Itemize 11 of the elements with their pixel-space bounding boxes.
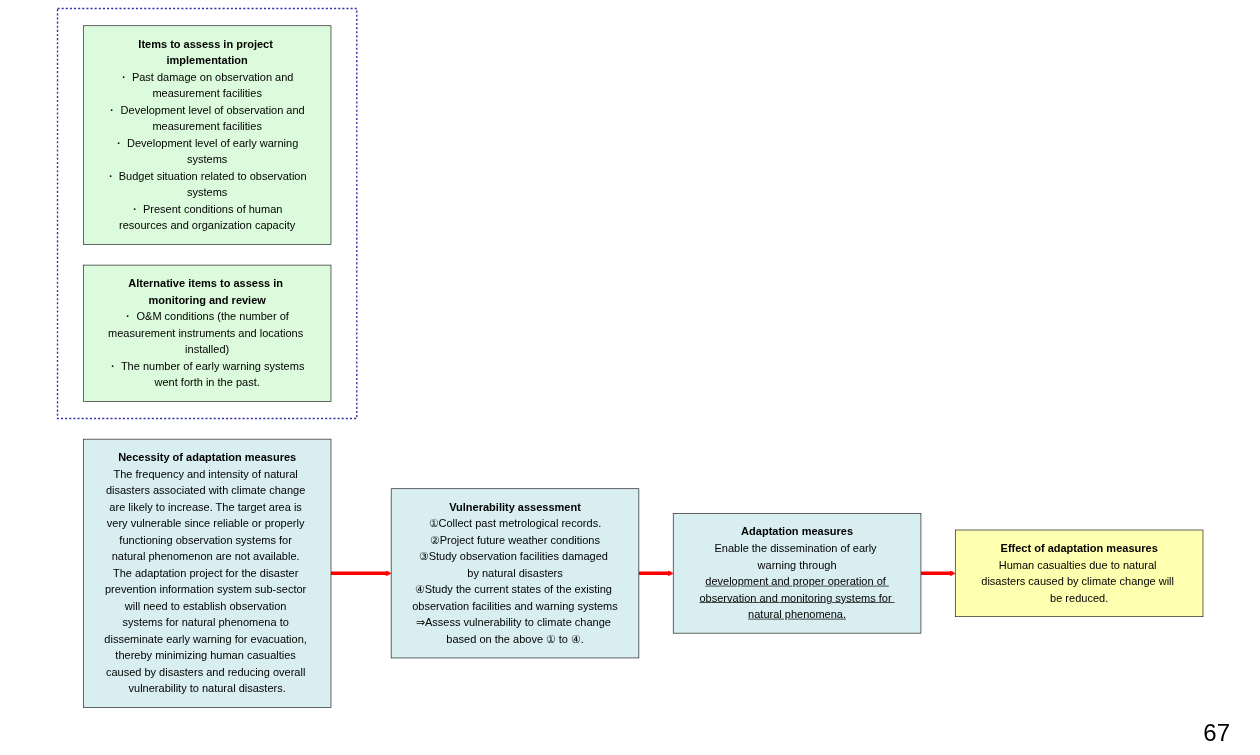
page-number: 67	[1203, 719, 1230, 747]
arrow	[638, 569, 674, 576]
cluster	[56, 7, 358, 419]
node-box: Necessity of adaptation measures The frequency and intensity of natural disasters associated with climate change are likely to increase. The target area is very vulnerable since reliable or properly functioning observation systems for natural phenomenon are not available. The adaptation project for the disaster prevention information system sub-sector will need to establish observation systems for natural phenomena to disseminate early warning for evacuation, thereby minimizing human casualties caused by disasters and reducing overall vulnerability to natural disasters.	[82, 438, 332, 708]
node-box: Effect of adaptation measures Human casualties due to natural disasters caused by climate change will be reduced.	[954, 529, 1204, 617]
arrow	[920, 569, 956, 576]
node-box: Adaptation measures Enable the dissemination of early warning through development and proper operation of observation and monitoring systems for natural phenomena.	[672, 512, 921, 634]
node-box: Vulnerability assessment ①Collect past metrological records. ②Project future weather conditions ③Study observation facilities damaged by natural disasters ④Study the current states of the existing observation facilities and warning systems ⇒Assess vulnerability to climate change based on the above ① to ④.	[390, 487, 639, 658]
node-box: Alternative items to assess in monitoring and review ・ O&M conditions (the number of measurement instruments and locations installed) ・ The number of early warning systems went forth in the past.	[82, 264, 332, 402]
arrow	[330, 569, 392, 576]
node-box: Items to assess in project implementation ・ Past damage on observation and measurement facilities ・ Development level of observation and measurement facilities ・ Development level of early warning systems ・ Budget situation related to observation systems ・ Present conditions of human resources and organization capacity	[82, 24, 332, 245]
